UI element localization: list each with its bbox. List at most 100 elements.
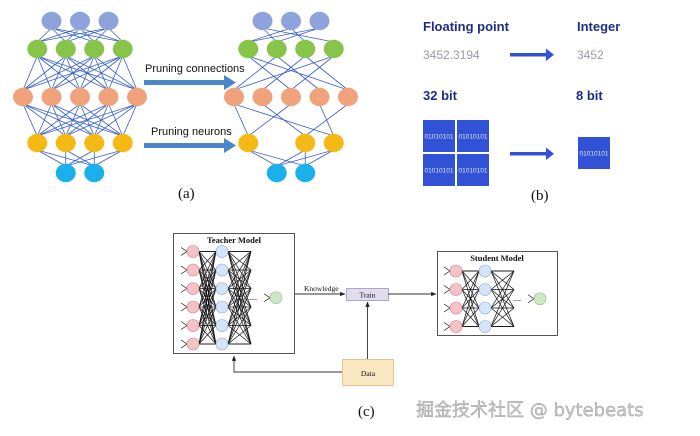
hidden-neuron [215, 319, 229, 332]
neuron-node [84, 133, 105, 153]
network-edge [198, 269, 217, 345]
student-model-title: Student Model [470, 253, 524, 263]
network-edge [198, 325, 217, 345]
hidden-neuron [478, 264, 492, 278]
panel-a-pruning: Pruning connections Pruning neurons (a) [13, 11, 358, 202]
neuron-node [295, 39, 316, 59]
neuron-node [252, 87, 273, 107]
network-edge [22, 55, 38, 91]
student-network: .... [443, 264, 547, 333]
network-edge [37, 27, 81, 43]
neuron-node [55, 163, 76, 183]
network-edge [262, 103, 306, 137]
network-edge [65, 103, 138, 137]
network-edge [198, 251, 217, 326]
byte-block-rect [423, 120, 455, 152]
byte-block-bits: 01010101 [425, 134, 454, 141]
network-edge [461, 270, 480, 327]
network-edge [461, 270, 480, 290]
float-value: 3452.3194 [423, 48, 480, 62]
pruning-neurons-arrow-icon [144, 138, 236, 153]
neuron-node [252, 11, 273, 31]
hidden-neuron [215, 337, 229, 351]
network-edge [305, 55, 349, 91]
neuron-node [70, 11, 90, 31]
network-edge [248, 27, 320, 43]
network-edge [248, 27, 292, 43]
input-neuron [449, 320, 463, 333]
network-edge [198, 251, 217, 308]
byte-block: 01010101 [457, 120, 489, 152]
pruning-neurons-label: Pruning neurons [151, 126, 232, 138]
neuron-node [84, 39, 105, 59]
network-edge [227, 288, 252, 345]
output-neuron [533, 292, 547, 306]
watermark: 掘金技术社区 @ bytebeats [416, 400, 644, 421]
network-edge [276, 149, 334, 167]
network-edge [305, 103, 349, 137]
neuron-node [98, 11, 119, 31]
network-edge [227, 325, 252, 345]
network-edge [51, 55, 123, 91]
floating-point-heading: Floating point [423, 19, 510, 34]
network-after-nodes [224, 11, 358, 183]
network-edge [461, 289, 480, 327]
byte-block: 01010101 [578, 137, 610, 169]
integer-value: 3452 [577, 48, 604, 62]
network-edge [37, 103, 109, 137]
ellipsis: ...... [245, 293, 257, 302]
network-edge [227, 269, 252, 345]
neuron-node [338, 87, 358, 107]
neuron-node [309, 87, 330, 107]
network-edge [94, 103, 138, 137]
8-bit-label: 8 bit [576, 88, 603, 103]
byte-block-rect [457, 120, 489, 152]
neuron-node [238, 39, 259, 59]
network-edge [248, 149, 306, 167]
network-edge [276, 149, 306, 167]
network-edge [93, 27, 109, 43]
network-edge [22, 55, 66, 91]
input-neuron [186, 282, 200, 295]
network-edge [122, 55, 138, 91]
integer-heading: Integer [577, 19, 620, 34]
network-edge [227, 306, 252, 345]
data-box [342, 359, 394, 386]
network-edge [227, 251, 252, 326]
network-edge [198, 251, 217, 289]
network-edge [227, 251, 252, 289]
input-neuron [186, 300, 200, 314]
network-edge [233, 55, 334, 91]
caption-b: (b) [531, 188, 549, 204]
neuron-node [281, 11, 301, 31]
input-neuron [449, 301, 463, 315]
neuron-node [281, 87, 301, 107]
network-edge [461, 307, 480, 327]
network-edge [79, 55, 123, 91]
float-to-int-arrow-icon [510, 48, 554, 61]
network-after-edges [233, 27, 349, 167]
neuron-node [266, 163, 287, 183]
network-edge [22, 55, 123, 91]
network-edge [65, 149, 123, 167]
neuron-node [41, 87, 62, 107]
neuron-node [70, 87, 90, 107]
input-neuron [186, 319, 200, 332]
network-edge [276, 27, 320, 43]
32-to-8-arrow-icon [510, 147, 554, 160]
network-edge [290, 55, 334, 91]
neuron-node [27, 133, 48, 153]
network-edge [65, 149, 95, 167]
network-edge [37, 27, 109, 43]
network-edge [227, 251, 252, 308]
hidden-neuron [215, 245, 229, 258]
neuron-node [84, 163, 105, 183]
network-edge [198, 288, 217, 345]
network-edge [65, 27, 109, 43]
byte-block-bits: 01010101 [459, 168, 488, 175]
neuron-node [323, 133, 344, 153]
caption-c: (c) [358, 404, 375, 420]
neuron-node [27, 39, 48, 59]
output-neuron [269, 291, 283, 305]
